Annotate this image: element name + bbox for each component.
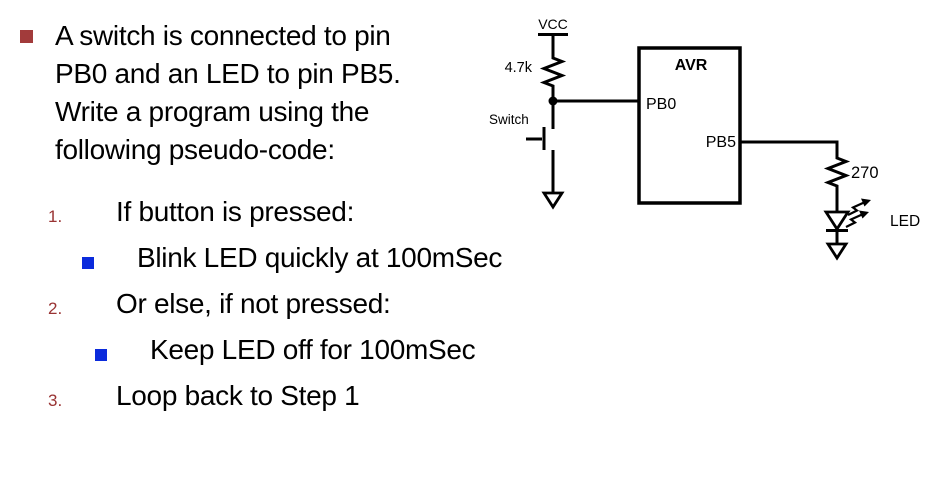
step-text-2: Or else, if not pressed: [116,288,391,319]
led-light-arrows-icon [845,198,871,228]
switch-label: Switch [489,112,529,127]
avr-chip: AVR PB0 PB5 [637,46,742,205]
pb5-pin-label: PB5 [706,134,736,151]
pullup-resistor-symbol: 4.7k [505,56,567,101]
step-text-3: Loop back to Step 1 [116,380,360,411]
ground-arrow-icon [825,242,849,261]
sub-step-bullet-marker-1 [82,257,94,269]
step-number-2: 2. [48,299,63,318]
intro-text: A switch is connected to pin PB0 and an … [55,20,401,165]
vcc-label: VCC [538,16,568,32]
sub-step-bullet-marker-2 [95,349,107,361]
series-resistor-symbol: 270 [823,156,879,213]
led-label: LED [890,213,920,230]
circuit-diagram: VCC 4.7k Switch AVR PB0 PB5 270 [489,16,920,261]
ground-arrow-icon [541,191,565,210]
vcc-supply-symbol: VCC [538,16,568,56]
switch-symbol: Switch [489,103,565,210]
intro-bullet-marker [20,30,33,43]
led-symbol: LED [823,198,920,261]
step-number-1: 1. [48,207,63,226]
step-text-1: If button is pressed: [116,196,355,227]
pb0-pin-label: PB0 [646,96,676,113]
series-resistor-label: 270 [851,164,879,182]
chip-label: AVR [675,57,708,74]
sub-step-text-2: Keep LED off for 100mSec [150,334,476,365]
wire-from-pb5 [740,140,839,156]
step-number-3: 3. [48,391,63,410]
pullup-resistor-label: 4.7k [505,60,533,76]
sub-step-text-1: Blink LED quickly at 100mSec [137,242,503,273]
